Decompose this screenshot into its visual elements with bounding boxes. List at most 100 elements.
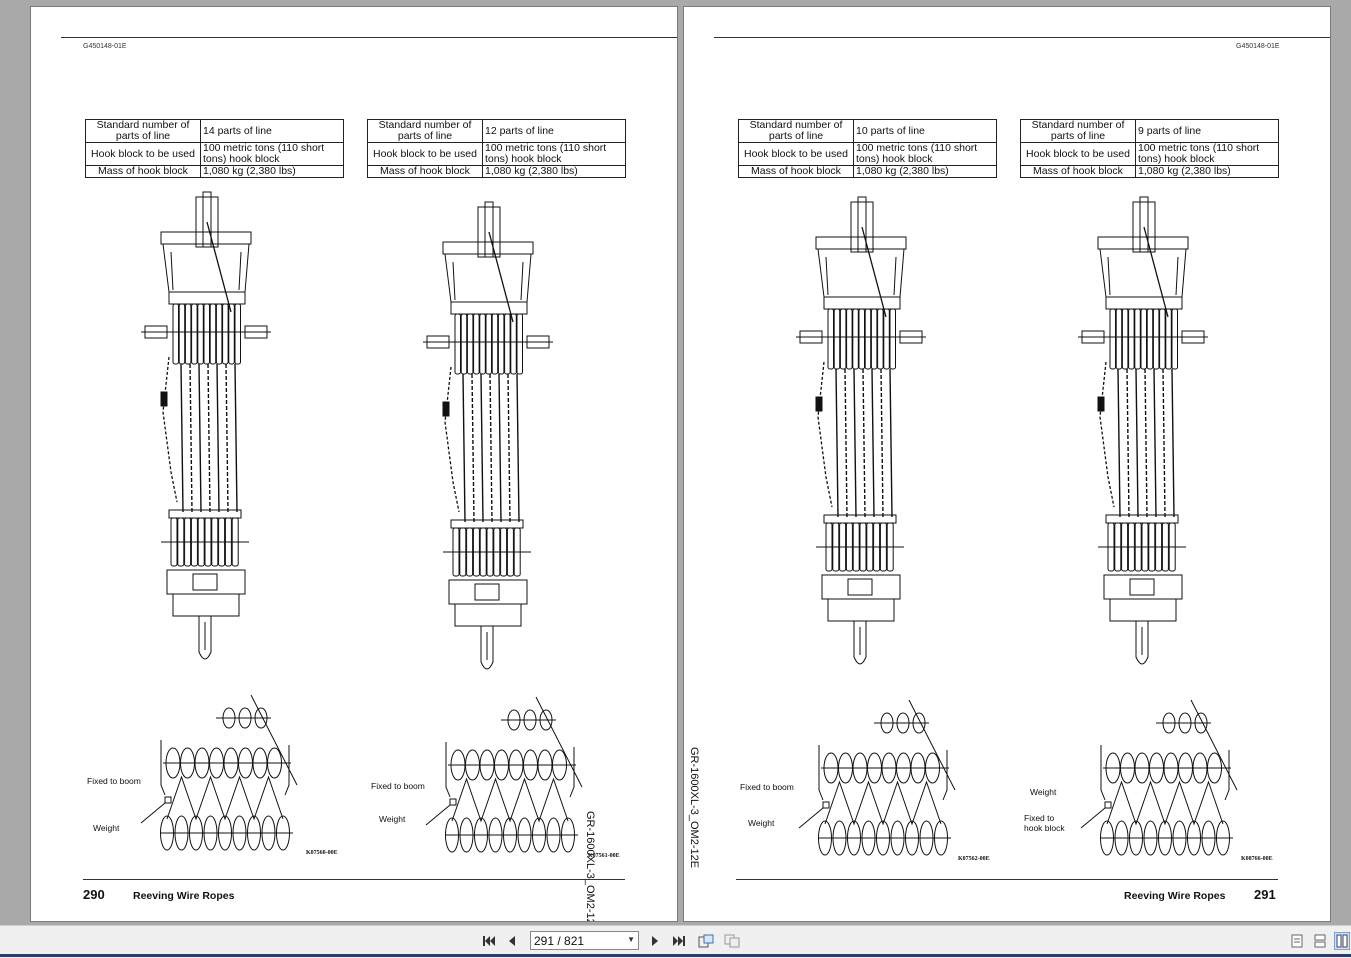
top-frame bbox=[1099, 248, 1187, 298]
weight-label: Weight bbox=[1030, 787, 1057, 797]
table-key: Standard number of parts of line bbox=[85, 119, 201, 143]
hook-nut bbox=[474, 583, 500, 601]
table-key: Mass of hook block bbox=[367, 165, 483, 178]
sheave-plate bbox=[184, 303, 192, 365]
weight-label: Weight bbox=[748, 818, 775, 828]
continuous-view-icon[interactable] bbox=[1312, 932, 1328, 950]
lower-sheave bbox=[832, 820, 847, 856]
single-page-view-icon[interactable] bbox=[1289, 932, 1305, 950]
top-sheave bbox=[222, 707, 236, 729]
rope-line bbox=[1144, 368, 1148, 518]
table-value: 1,080 kg (2,380 lbs) bbox=[853, 165, 997, 178]
sheave-plate bbox=[178, 303, 186, 365]
table-value: 12 parts of line bbox=[482, 119, 626, 143]
previous-page-icon[interactable] bbox=[504, 932, 520, 950]
hook bbox=[480, 626, 494, 670]
table-key: Mass of hook block bbox=[738, 165, 854, 178]
frame-line bbox=[1175, 256, 1179, 296]
lower-header bbox=[450, 519, 524, 529]
page-number-input[interactable]: 291 / 821 ▼ bbox=[530, 931, 639, 950]
sheave-plate bbox=[203, 303, 210, 365]
axle-cap bbox=[899, 330, 923, 344]
rope-line bbox=[862, 368, 866, 518]
sheave-plate bbox=[1128, 308, 1135, 370]
lower-sheave bbox=[459, 817, 474, 853]
viewer-toolbar: 291 / 821 ▼ bbox=[0, 925, 1351, 958]
upper-sheave bbox=[552, 749, 567, 781]
hook bbox=[1135, 621, 1149, 665]
page-number: 290 bbox=[83, 887, 105, 902]
leader-line bbox=[1080, 807, 1106, 829]
rope-line bbox=[180, 363, 184, 513]
hook-block-drawing bbox=[796, 196, 926, 665]
header-rule bbox=[714, 37, 1330, 38]
sheave-plate bbox=[215, 303, 223, 365]
lower-sheave bbox=[261, 815, 276, 851]
rope-line bbox=[488, 231, 514, 323]
rope-line bbox=[216, 363, 220, 513]
boom-bracket bbox=[569, 747, 575, 798]
rope-line bbox=[853, 368, 857, 518]
lower-sheave bbox=[532, 817, 546, 853]
sheave-plate bbox=[516, 313, 523, 375]
rope-line bbox=[507, 373, 511, 523]
axle-cap bbox=[799, 330, 823, 344]
sheave-plate bbox=[1159, 308, 1166, 370]
rope-clamp bbox=[815, 396, 823, 412]
fixed-label: Fixed to boom bbox=[87, 776, 141, 786]
document-page-right: G450148-01E Standard number of parts of … bbox=[683, 6, 1331, 922]
sheave-plate bbox=[877, 308, 884, 370]
lower-sheave bbox=[890, 820, 905, 856]
doc-id: G450148-01E bbox=[83, 43, 127, 50]
hook-block-drawing bbox=[423, 201, 553, 670]
sheave-plate bbox=[497, 313, 505, 375]
weight-box bbox=[822, 801, 830, 809]
sheave-plate bbox=[228, 303, 235, 365]
figure-code: K07560-00E bbox=[306, 850, 338, 856]
table-value: 100 metric tons (110 short tons) hook bl… bbox=[200, 142, 344, 166]
rope-line bbox=[1135, 368, 1139, 518]
table-key: Hook block to be used bbox=[367, 142, 483, 166]
table-key: Hook block to be used bbox=[738, 142, 854, 166]
lead-rope bbox=[908, 699, 956, 791]
rope-line bbox=[880, 368, 884, 518]
hook-yoke bbox=[454, 603, 522, 627]
sheave-plate bbox=[1140, 308, 1147, 370]
table-key: Standard number of parts of line bbox=[367, 119, 483, 143]
rope-line bbox=[1171, 368, 1175, 518]
sheave-plate bbox=[846, 308, 853, 370]
lower-sheave bbox=[1201, 820, 1216, 856]
rotate-icon[interactable] bbox=[697, 932, 715, 950]
upper-sheave bbox=[925, 752, 940, 784]
facing-pages-view-icon[interactable] bbox=[1334, 932, 1350, 950]
rope-path bbox=[166, 775, 284, 821]
top-plate bbox=[160, 231, 252, 245]
chevron-down-icon[interactable]: ▼ bbox=[627, 935, 635, 944]
top-sheave-pin bbox=[484, 201, 494, 258]
compare-icon[interactable] bbox=[723, 932, 741, 950]
lower-sheave bbox=[1216, 820, 1230, 856]
spine-text: GR-1600XL-3_OM2-12E bbox=[688, 747, 700, 869]
table-value: 1,080 kg (2,380 lbs) bbox=[1135, 165, 1279, 178]
sheave-plate bbox=[1165, 308, 1172, 370]
rope-line bbox=[471, 373, 475, 523]
boom-bracket bbox=[1100, 745, 1106, 801]
rope-line bbox=[189, 363, 193, 513]
rope-clamp bbox=[442, 401, 450, 417]
last-page-icon[interactable] bbox=[670, 932, 688, 950]
footer-rule bbox=[83, 879, 625, 880]
top-sheave bbox=[238, 707, 252, 729]
rope-line bbox=[1117, 368, 1121, 518]
first-page-icon[interactable] bbox=[480, 932, 498, 950]
rope-path bbox=[824, 780, 942, 826]
rope-clamp bbox=[160, 391, 168, 407]
next-page-icon[interactable] bbox=[647, 932, 663, 950]
fixed-label: Fixed to hook block bbox=[1024, 813, 1065, 833]
lower-sheave bbox=[919, 820, 934, 856]
